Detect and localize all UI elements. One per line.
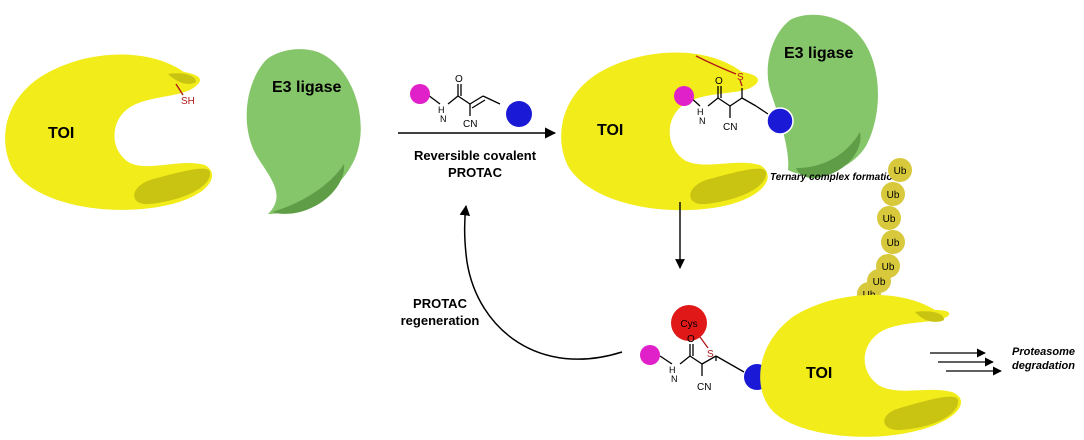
atom-n-2: N bbox=[699, 116, 706, 126]
toi-shadow-1 bbox=[134, 168, 211, 205]
e3-ligase-1: E3 ligase bbox=[246, 49, 361, 214]
ub-label-1: Ub bbox=[894, 166, 907, 177]
cys-label: Cys bbox=[680, 319, 697, 330]
atom-o-3: O bbox=[687, 334, 695, 345]
toi-top-shadow-1 bbox=[168, 73, 196, 84]
regeneration-label-line-2: regeneration bbox=[401, 313, 480, 328]
toi-protein-3: TOI bbox=[760, 294, 962, 437]
atom-h-1: H bbox=[438, 105, 445, 115]
protac-molecule-3 bbox=[659, 344, 745, 376]
atom-cn-2: CN bbox=[723, 122, 737, 133]
atom-h-2: H bbox=[697, 107, 704, 117]
atom-n-3: N bbox=[671, 374, 678, 384]
regeneration-arrow bbox=[459, 204, 623, 360]
toi-shape-1 bbox=[5, 54, 213, 210]
toi-shape-3 bbox=[760, 294, 962, 437]
e3-label-2: E3 ligase bbox=[784, 45, 853, 62]
ub-circle-3 bbox=[877, 206, 901, 230]
atom-s-2: S bbox=[737, 72, 744, 83]
ub-label-4: Ub bbox=[887, 238, 900, 249]
toi-label-2: TOI bbox=[597, 122, 623, 139]
e3-shadow-1 bbox=[272, 164, 345, 214]
ub-label-2: Ub bbox=[887, 190, 900, 201]
sh-label: SH bbox=[181, 96, 195, 107]
sulfur-bond-2 bbox=[739, 79, 743, 87]
atom-cn-3: CN bbox=[697, 382, 711, 393]
toi-protein-1: TOI SH bbox=[5, 54, 213, 210]
regeneration-label-line-1: PROTAC bbox=[413, 296, 468, 311]
proteasome-label-line-1: Proteasome bbox=[1012, 346, 1075, 358]
cys-s-bond bbox=[699, 336, 709, 349]
ub-circle-1 bbox=[888, 158, 912, 182]
cys-residue bbox=[671, 305, 707, 341]
blue-ligand-2 bbox=[766, 107, 794, 135]
atom-h-3: H bbox=[669, 365, 676, 375]
reaction-label-line-2: PROTAC bbox=[448, 165, 503, 180]
ub-label-6: Ub bbox=[873, 277, 886, 288]
toi-label-1: TOI bbox=[48, 125, 74, 142]
reaction-label-line-1: Reversible covalent bbox=[414, 148, 537, 163]
ternary-complex-label: Ternary complex formation bbox=[770, 172, 899, 183]
ub-circle-2 bbox=[881, 182, 905, 206]
proteasome-label-line-2: degradation bbox=[1012, 360, 1075, 372]
atom-o-2: O bbox=[715, 76, 723, 87]
e3-label-1: E3 ligase bbox=[272, 79, 341, 96]
e3-ligase-2: E3 ligase bbox=[767, 14, 878, 179]
protac-molecule-2 bbox=[689, 86, 769, 118]
ub-circle-4 bbox=[881, 230, 905, 254]
e3-shape-2 bbox=[767, 14, 878, 176]
atom-n-1: N bbox=[440, 114, 447, 124]
e3-shadow-2 bbox=[796, 132, 861, 179]
toi-top-shadow-3 bbox=[915, 311, 944, 322]
ub-label-5: Ub bbox=[882, 262, 895, 273]
blue-ligand-1 bbox=[506, 101, 532, 127]
magenta-ligand-3 bbox=[640, 345, 660, 365]
magenta-ligand-2 bbox=[674, 86, 694, 106]
atom-cn-1: CN bbox=[463, 119, 477, 130]
atom-s-3: S bbox=[707, 349, 714, 360]
toi-label-3: TOI bbox=[806, 365, 832, 382]
toi-shadow-2 bbox=[690, 168, 767, 205]
protac-molecule-1 bbox=[427, 84, 501, 116]
sulfur-link-2 bbox=[695, 55, 737, 75]
ub-label-3: Ub bbox=[883, 214, 896, 225]
atom-o-1: O bbox=[455, 74, 463, 85]
e3-shape-1 bbox=[246, 49, 361, 214]
toi-protein-2: TOI bbox=[561, 52, 768, 211]
toi-shape-2 bbox=[561, 52, 768, 211]
magenta-ligand-1 bbox=[410, 84, 430, 104]
sh-bond bbox=[175, 83, 184, 96]
toi-shadow-3 bbox=[884, 396, 959, 431]
